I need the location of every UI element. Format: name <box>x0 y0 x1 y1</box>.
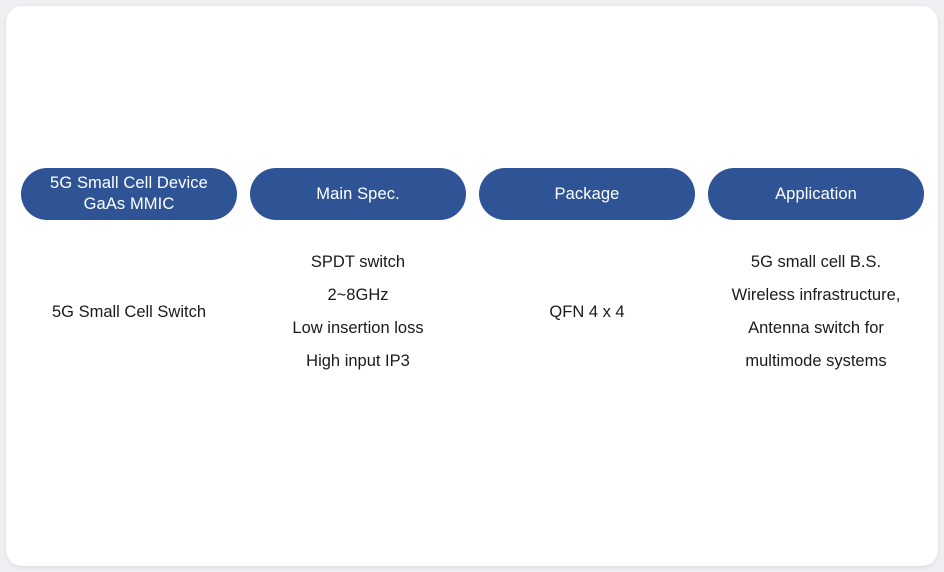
header-pill-package-label: Package <box>554 184 620 203</box>
content-line: High input IP3 <box>306 352 410 370</box>
content-line: SPDT switch <box>310 253 406 271</box>
header-pill-package[interactable]: Package <box>479 168 695 220</box>
header-pill-application[interactable]: Application <box>708 168 924 220</box>
content-column-main-spec: SPDT switch 2~8GHz Low insertion loss Hi… <box>250 244 466 380</box>
content-line: QFN 4 x 4 <box>549 302 625 321</box>
content-line: multimode systems <box>745 352 887 370</box>
content-line: Antenna switch for <box>748 319 884 337</box>
header-pill-main-spec-label: Main Spec. <box>316 184 400 203</box>
header-pill-main-spec[interactable]: Main Spec. <box>250 168 466 220</box>
content-line: 5G Small Cell Switch <box>51 302 207 321</box>
header-pill-device[interactable]: 5G Small Cell Device GaAs MMIC <box>21 168 237 220</box>
header-pill-device-label: 5G Small Cell Device GaAs MMIC <box>50 174 208 213</box>
slide-canvas: 5G Small Cell Device GaAs MMIC Main Spec… <box>6 6 938 566</box>
header-pill-application-label: Application <box>775 184 857 203</box>
content-row: 5G Small Cell Switch SPDT switch 2~8GHz … <box>21 244 917 380</box>
content-line: 5G small cell B.S. <box>750 253 882 271</box>
content-column-device: 5G Small Cell Switch <box>21 244 237 380</box>
content-line: Low insertion loss <box>292 319 424 337</box>
content-column-package: QFN 4 x 4 <box>479 244 695 380</box>
content-line: 2~8GHz <box>327 286 389 304</box>
content-line: Wireless infrastructure, <box>731 286 901 304</box>
header-pill-row: 5G Small Cell Device GaAs MMIC Main Spec… <box>21 168 924 220</box>
content-column-application: 5G small cell B.S. Wireless infrastructu… <box>708 244 924 380</box>
